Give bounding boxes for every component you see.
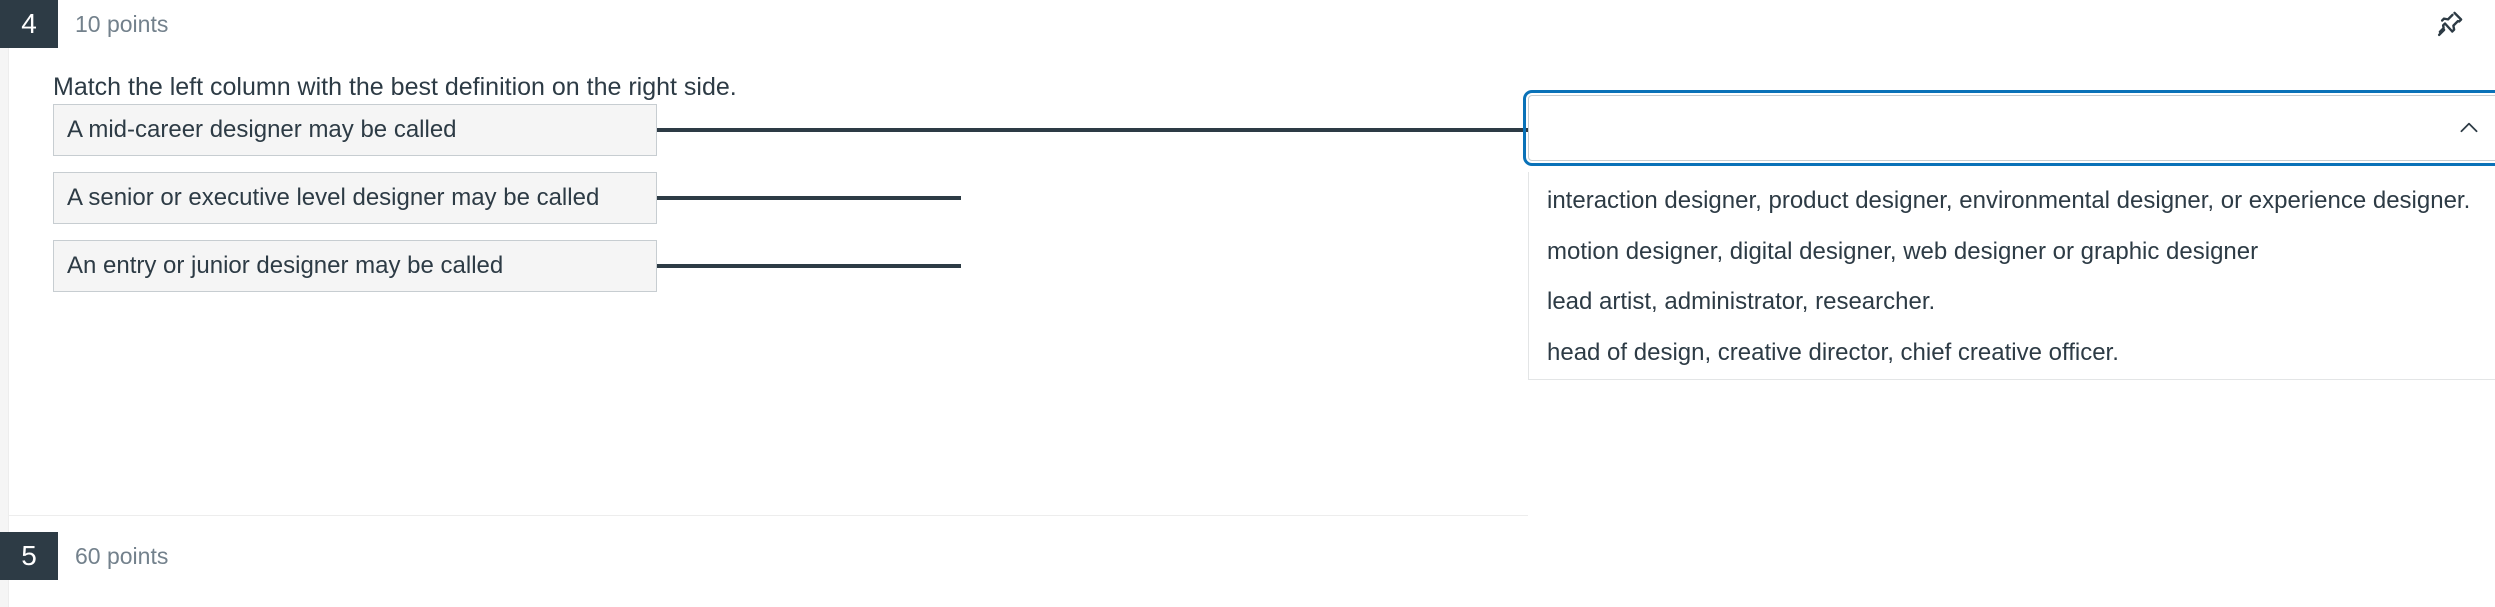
question-body: Match the left column with the best defi… [8,48,2495,607]
matching-area: A mid-career designer may be called A se… [8,48,2495,607]
match-left-item-label: A mid-career designer may be called [67,116,457,143]
dropdown-options-list: interaction designer, product designer, … [1528,172,2495,380]
match-connector-line-2 [657,196,961,200]
pushpin-icon [2435,9,2465,44]
next-question-points: 60 points [75,542,169,569]
question-prompt: Match the left column with the best defi… [53,73,737,101]
dropdown-control[interactable] [1523,90,2495,166]
question-number-badge: 4 [0,0,58,48]
pin-question-button[interactable] [2433,9,2467,43]
match-answer-dropdown: interaction designer, product designer, … [1523,90,2495,380]
left-rail [0,0,9,607]
question-header: 4 10 points [0,0,168,48]
match-left-item-1: A mid-career designer may be called [53,104,657,156]
chevron-up-icon[interactable] [2454,113,2484,143]
match-left-item-2: A senior or executive level designer may… [53,172,657,224]
dropdown-option[interactable]: lead artist, administrator, researcher. [1547,288,1936,316]
next-question-number-badge: 5 [0,532,58,580]
match-connector-line-3 [657,264,961,268]
match-left-item-label: A senior or executive level designer may… [67,184,600,211]
question-points: 10 points [75,10,169,37]
match-left-item-3: An entry or junior designer may be calle… [53,240,657,292]
next-question-header: 5 60 points [0,532,168,580]
dropdown-option[interactable]: interaction designer, product designer, … [1547,187,2471,214]
match-connector-line-1 [657,128,1530,132]
match-left-item-label: An entry or junior designer may be calle… [67,252,504,279]
dropdown-option[interactable]: head of design, creative director, chief… [1547,339,2119,367]
dropdown-option[interactable]: motion designer, digital designer, web d… [1547,237,2259,265]
question-separator [8,515,1528,516]
